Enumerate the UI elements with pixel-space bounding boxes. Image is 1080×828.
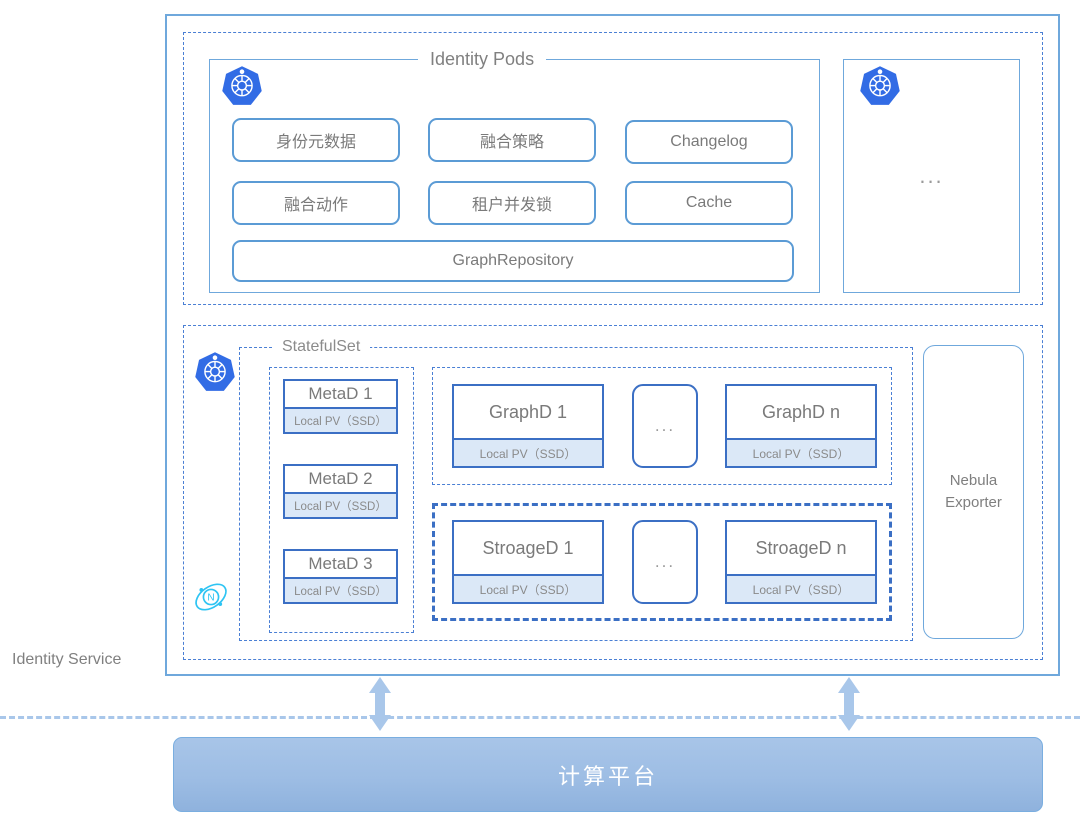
statefulset-box <box>239 347 913 641</box>
local-pv-label: Local PV（SSD） <box>454 574 602 602</box>
node-title: GraphD 1 <box>488 401 568 422</box>
kubernetes-icon <box>221 65 263 107</box>
local-pv-label: Local PV（SSD） <box>727 574 875 602</box>
storaged-ellipsis-node: ... <box>632 520 698 604</box>
kubernetes-icon <box>859 65 901 107</box>
node-title: MetaD 1 <box>308 384 373 403</box>
local-pv-label: Local PV（SSD） <box>454 438 602 466</box>
pod-module-merge-policy[interactable]: 融合策略 <box>428 118 596 162</box>
graphd-group <box>432 367 892 485</box>
kubernetes-icon <box>194 351 235 391</box>
compute-platform-box[interactable]: 计算平台 <box>173 737 1043 812</box>
local-pv-label: Local PV（SSD） <box>727 438 875 466</box>
graphd-ellipsis-node: ... <box>632 384 698 468</box>
nebula-exporter-line2: Exporter <box>945 494 1002 511</box>
storaged-node[interactable]: StroageD n Local PV（SSD） <box>725 520 877 604</box>
pod-module-cache[interactable]: Cache <box>625 181 793 225</box>
identity-pods-legend: Identity Pods <box>418 47 547 71</box>
storaged-node[interactable]: StroageD 1 Local PV（SSD） <box>452 520 604 604</box>
ellipsis-pod-label: ... <box>919 163 944 188</box>
pod-module-graph-repository[interactable]: GraphRepository <box>232 240 794 282</box>
nebula-exporter-line1: Nebula <box>949 472 998 490</box>
local-pv-label: Local PV（SSD） <box>285 407 396 432</box>
layer-divider <box>0 716 1080 719</box>
svg-text:N: N <box>207 592 214 603</box>
identity-pods-dashed-zone <box>183 32 1043 305</box>
storaged-group <box>432 503 892 621</box>
node-title: MetaD 2 <box>308 469 373 488</box>
pod-module-tenant-lock[interactable]: 租户并发锁 <box>428 181 596 225</box>
metad-group <box>269 367 414 633</box>
node-title: MetaD 3 <box>308 554 373 573</box>
graphd-node[interactable]: GraphD n Local PV（SSD） <box>725 384 877 468</box>
metad-node[interactable]: MetaD 1 Local PV（SSD） <box>283 379 398 434</box>
statefulset-dashed-zone <box>183 325 1043 660</box>
node-title: GraphD n <box>761 401 841 422</box>
bidirectional-arrow-icon <box>836 677 862 731</box>
node-title: StroageD 1 <box>482 537 574 558</box>
identity-service-label: Identity Service <box>12 651 122 668</box>
node-title: StroageD n <box>755 537 847 558</box>
pod-module-merge-action[interactable]: 融合动作 <box>232 181 400 225</box>
nebula-graph-icon: N <box>190 576 232 618</box>
local-pv-label: Local PV（SSD） <box>285 492 396 517</box>
graphd-node[interactable]: GraphD 1 Local PV（SSD） <box>452 384 604 468</box>
statefulset-legend: StatefulSet <box>272 336 371 358</box>
metad-node[interactable]: MetaD 3 Local PV（SSD） <box>283 549 398 604</box>
pod-module-identity-metadata[interactable]: 身份元数据 <box>232 118 400 162</box>
ellipsis-pod-box <box>843 59 1020 293</box>
local-pv-label: Local PV（SSD） <box>285 577 396 602</box>
bidirectional-arrow-icon <box>367 677 393 731</box>
metad-node[interactable]: MetaD 2 Local PV（SSD） <box>283 464 398 519</box>
nebula-exporter-box[interactable]: Nebula Exporter <box>923 345 1024 639</box>
pod-module-changelog[interactable]: Changelog <box>625 120 793 164</box>
